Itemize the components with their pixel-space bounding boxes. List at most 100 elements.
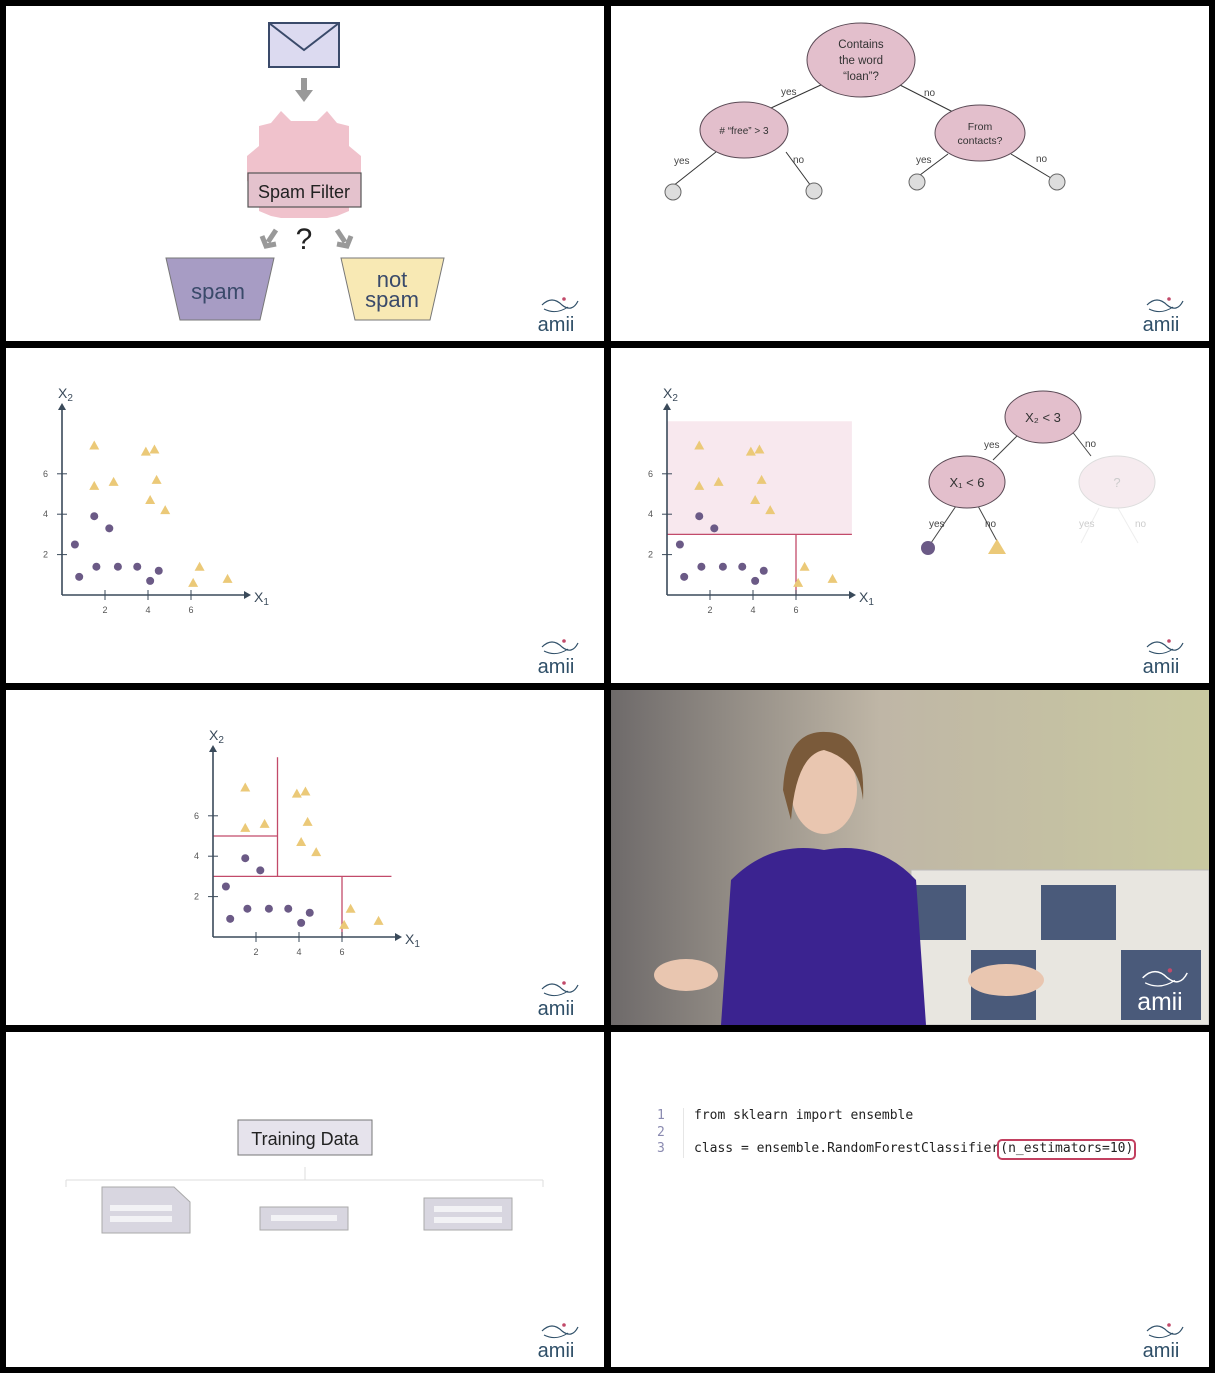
left-node-label: X₁ < 6 [949,475,984,490]
right-node-line-2: contacts? [958,135,1003,147]
amii-logo: amii [528,293,584,335]
data-point-triangle [194,561,205,571]
x-axis-label-sub: 1 [263,597,269,608]
root-line-2: the word [839,55,883,67]
logo-text: amii [538,656,575,677]
amii-logo-mark: amii [1137,968,1188,1015]
logo-dot [562,639,566,643]
root-line-3: “loan”? [843,71,879,83]
data-point-circle [146,576,155,585]
table-row-shape [423,1197,513,1231]
x-tick-label: 6 [188,605,193,615]
y-tick-label: 4 [648,509,653,519]
logo-dot [562,297,566,301]
keyword-class: class [694,1141,734,1156]
x-tick-label: 4 [296,947,301,957]
edge-yes-right: yes [916,155,932,166]
data-point-circle [697,562,706,571]
tree-right-node [1078,455,1156,509]
amii-logo-mark: amii [538,639,579,677]
data-point-circle [710,524,719,533]
y-tick-label: 4 [194,851,199,861]
shelf-cubby [1121,950,1201,1020]
leaf-circle-class [921,541,935,555]
data-point-circle [90,512,99,521]
data-point-circle [243,904,252,913]
data-point-triangle [750,495,761,505]
edge-no-right: no [1036,154,1048,165]
y-axis-label: X2 [209,727,224,746]
table-row-icon [259,1206,349,1231]
leaf-node [805,182,823,200]
data-point-triangle [160,505,171,515]
data-point-triangle [259,818,270,828]
edge-no-left: no [793,155,805,166]
amii-logo: amii [528,1319,584,1361]
x-axis-arrow [395,933,402,941]
data-point-triangle [240,822,251,832]
data-point-circle [133,562,142,571]
panel-training-data: Training Data amii [6,1032,604,1367]
data-point-triangle [89,480,100,490]
y-tick-label: 2 [43,550,48,560]
not-spam-label-2: spam [365,287,419,312]
code-line: 3 class = ensemble .RandomForestClassifi… [651,1139,1173,1160]
table-row-bar [271,1215,337,1221]
data-point-triangle [694,480,705,490]
data-point-circle [680,572,689,581]
panel-spam-filter: Spam Filter ? spam not spam amii [6,6,604,341]
y-axis-label-sub: 2 [672,393,678,404]
logo-text: amii [1143,656,1180,677]
data-point-triangle [827,573,838,583]
presenter-head [791,746,857,834]
training-data-diagram: Training Data [65,1119,544,1234]
logo-swoosh [1142,970,1188,983]
data-point-circle [241,854,250,863]
logo-swoosh [541,983,579,993]
xy-tree-diagram: X₂ < 3 X₁ < 6 ? yes no yes no yes no [921,390,1156,555]
arrow-left-icon [259,228,279,249]
panel-spam-tree: Contains the word “loan”? # “free” > 3 F… [611,6,1209,341]
right-node-line-1: From [968,121,993,133]
logo-swoosh [541,641,579,651]
tree-root-node [806,22,916,98]
amii-logo-mark: amii [1143,297,1184,335]
tree-left-node [699,101,789,159]
edge-yes-right: yes [1079,519,1095,530]
param-close: ) [1125,1141,1134,1156]
logo-swoosh [543,990,569,997]
data-point-circle [297,918,306,927]
data-point-triangle [339,919,350,929]
edge-no-root: no [1085,439,1097,450]
data-point-circle [675,540,684,549]
data-point-circle [105,524,114,533]
panel-video: amii [611,690,1209,1025]
spam-bin [165,257,275,321]
x-axis-label-sub: 1 [868,597,874,608]
logo-swoosh [1148,1332,1174,1339]
data-point-triangle [149,444,160,454]
code-line: 1 from sklearn import ensemble [651,1108,1173,1125]
presenter-hand-right [968,964,1044,996]
x-axis-label-sub: 1 [414,939,420,950]
edge-no-left: no [985,519,997,530]
data-point-triangle [345,903,356,913]
data-point-triangle [145,495,156,505]
y-tick-label: 6 [43,469,48,479]
amii-logo-mark: amii [538,981,579,1019]
data-point-circle [256,866,265,875]
logo-swoosh [1146,299,1184,309]
amii-logo-mark: amii [538,297,579,335]
envelope-flap [268,22,340,52]
arrow-down-icon [301,78,307,92]
amii-logo-mark: amii [1143,1323,1184,1361]
table-row-icon [423,1197,513,1231]
presenter-hand-left [654,959,718,991]
x-tick-label: 2 [102,605,107,615]
data-point-circle [92,562,101,571]
logo-swoosh [541,299,579,309]
param-text: (n_estimators= [1000,1141,1110,1156]
